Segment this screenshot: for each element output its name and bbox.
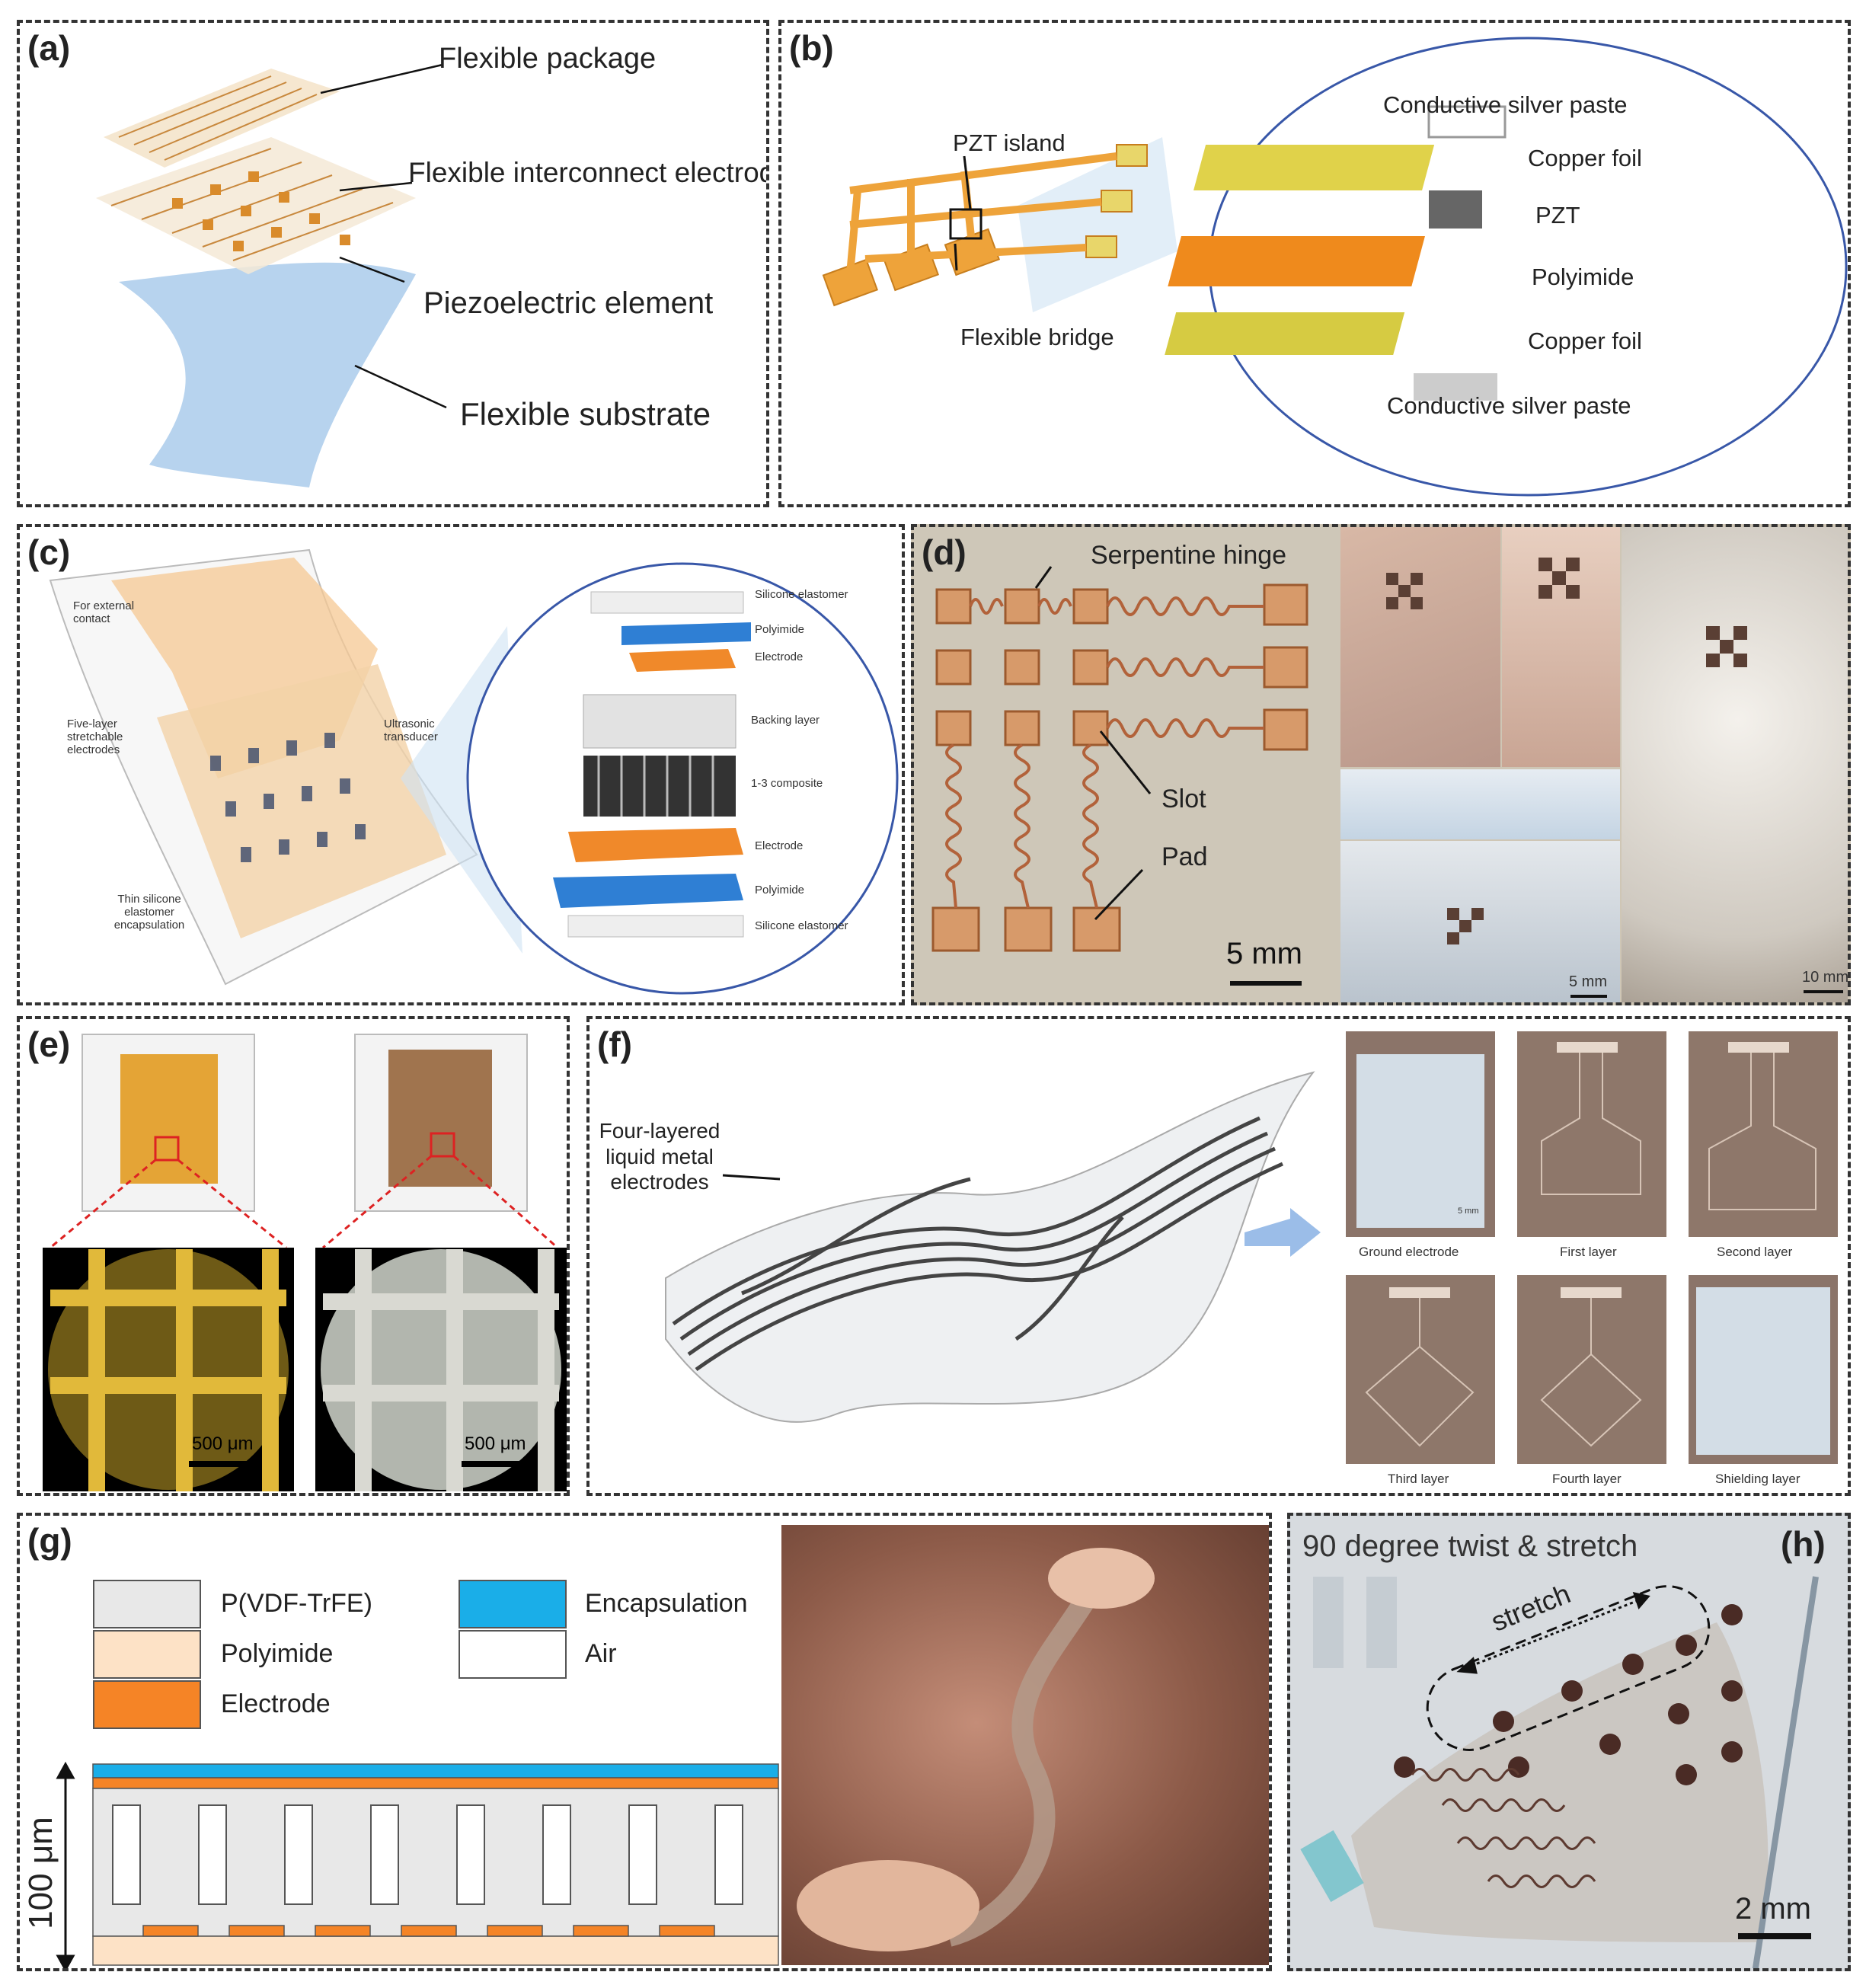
legend-label-encapsulation: Encapsulation	[585, 1589, 748, 1618]
label-pzt-island: PZT island	[953, 129, 1066, 156]
label-flexible-bridge: Flexible bridge	[960, 324, 1114, 350]
legend-label-air: Air	[585, 1639, 617, 1668]
legend-swatch-polyimide	[93, 1630, 201, 1679]
d-scalebar-small	[1570, 995, 1607, 998]
c-layer-polyimide-bottom: Polyimide	[755, 884, 805, 897]
f-caption-shielding-layer: Shielding layer	[1715, 1472, 1800, 1486]
legend-swatch-air	[459, 1630, 567, 1679]
layer-conductive-silver-paste-bottom: Conductive silver paste	[1387, 392, 1631, 419]
panel-c-label: (c)	[27, 532, 71, 572]
h-photo-device	[1300, 1576, 1819, 1968]
f-tile-second-layer	[1689, 1031, 1838, 1237]
panel-d-photo-overlays	[1386, 558, 1747, 944]
c-layer-electrode-bottom: Electrode	[755, 839, 804, 852]
g-axis-label: 100 μm	[21, 1817, 59, 1929]
g-photo-flexible-device	[781, 1525, 1269, 1965]
panel-d-label: (d)	[922, 532, 967, 572]
d-photo-finger	[1502, 527, 1620, 767]
layer-conductive-silver-paste-top: Conductive silver paste	[1383, 91, 1628, 118]
label-five-layer-stretchable-electrodes: Five-layer stretchable electrodes	[67, 718, 123, 756]
panel-f: (f) Four-layered liquid metal electrodes…	[586, 1016, 1851, 1496]
panel-e: (e) 500 μm 500 μm	[17, 1016, 570, 1496]
panel-d-serpentine-photo	[914, 527, 1340, 1002]
label-piezoelectric-element: Piezoelectric element	[423, 286, 714, 320]
label-thin-silicone-elastomer-encapsulation: Thin silicone elastomer encapsulation	[113, 893, 185, 932]
f-tile-traces	[1365, 1042, 1816, 1447]
f-caption-first-layer: First layer	[1560, 1245, 1617, 1259]
panel-d: (d) Serpentine hinge Slot Pad 5 mm	[911, 524, 1851, 1005]
label-slot: Slot	[1161, 785, 1206, 813]
legend-label-electrode: Electrode	[221, 1689, 331, 1718]
f-tile-shielding-layer	[1689, 1275, 1838, 1464]
f-caption-third-layer: Third layer	[1388, 1472, 1449, 1486]
c-layer-silicone-elastomer-bottom: Silicone elastomer	[755, 919, 848, 932]
panel-e-label: (e)	[27, 1024, 71, 1064]
layer-pzt: PZT	[1535, 202, 1580, 229]
panel-a: (a) Flexible package Flexible int	[17, 20, 769, 507]
c-layer-silicone-elastomer-top: Silicone elastomer	[755, 588, 848, 601]
d-scale-small: 5 mm	[1569, 973, 1607, 990]
d-photo-skull	[1622, 527, 1848, 1002]
label-flexible-interconnect-electrode: Flexible interconnect electrode	[408, 157, 769, 188]
f-tile-first-layer	[1517, 1031, 1666, 1237]
label-serpentine-hinge: Serpentine hinge	[1091, 541, 1287, 570]
panel-c: (c) For external contact Five-layer stre…	[17, 524, 905, 1005]
legend-swatch-electrode	[93, 1680, 201, 1729]
c-layer-electrode-top: Electrode	[755, 650, 804, 663]
panel-h-label: (h)	[1781, 1524, 1826, 1564]
d-scale-main: 5 mm	[1226, 937, 1302, 970]
f-caption-ground-electrode: Ground electrode	[1359, 1245, 1459, 1259]
d-photo-phantom	[1340, 841, 1620, 1002]
legend-label-polyimide: Polyimide	[221, 1639, 334, 1668]
f-caption-fourth-layer: Fourth layer	[1552, 1472, 1622, 1486]
panel-b-illustration	[822, 37, 1848, 497]
legend-swatch-pvdf-trfe	[93, 1580, 201, 1628]
e-scale-left: 500 μm	[192, 1433, 254, 1454]
panel-a-illustration	[96, 63, 447, 487]
layer-copper-foil-bottom: Copper foil	[1528, 328, 1642, 354]
panel-b: (b) PZT island Fl	[778, 20, 1851, 507]
c-layer-backing-layer: Backing layer	[751, 714, 820, 727]
panel-a-label: (a)	[27, 28, 71, 68]
d-scalebar-skull	[1804, 990, 1843, 993]
panel-f-illustration	[665, 1071, 1321, 1423]
label-for-external-contact: For external contact	[73, 599, 135, 625]
panel-e-illustration	[43, 1034, 567, 1491]
legend-swatch-encapsulation	[459, 1580, 567, 1628]
f-tile-ground-electrode	[1346, 1031, 1495, 1237]
f-caption-second-layer: Second layer	[1717, 1245, 1793, 1259]
legend-label-pvdf-trfe: P(VDF-TrFE)	[221, 1589, 372, 1618]
g-photo-strip	[797, 1548, 1155, 1951]
label-pad: Pad	[1161, 842, 1208, 871]
h-title: 90 degree twist & stretch	[1302, 1529, 1638, 1563]
c-layer-1-3-composite: 1-3 composite	[751, 777, 823, 790]
d-scalebar-main	[1230, 981, 1302, 986]
label-ultrasonic-transducer: Ultrasonic transducer	[384, 718, 438, 743]
c-layer-polyimide-top: Polyimide	[755, 623, 805, 636]
layer-copper-foil-top: Copper foil	[1528, 145, 1642, 171]
panel-c-illustration	[49, 548, 899, 995]
panel-h: 90 degree twist & stretch stretch 2 mm (…	[1287, 1513, 1851, 1971]
label-flexible-substrate: Flexible substrate	[460, 396, 711, 432]
panel-g: (g) P(VDF-TrFE) Polyimide Electrode Enca…	[17, 1513, 1272, 1971]
layer-polyimide: Polyimide	[1532, 264, 1634, 290]
panel-f-label: (f)	[597, 1024, 632, 1064]
e-scale-right: 500 μm	[465, 1433, 526, 1454]
d-scale-skull: 10 mm	[1802, 969, 1849, 986]
label-flexible-package: Flexible package	[439, 43, 657, 75]
panel-b-label: (b)	[789, 28, 834, 68]
g-cross-section-diagram	[56, 1761, 779, 1968]
h-scale: 2 mm	[1735, 1892, 1811, 1926]
f-tile-scale: 5 mm	[1458, 1207, 1479, 1216]
d-photo-tube	[1340, 769, 1620, 839]
d-photo-hand-grid	[1340, 527, 1500, 767]
f-main-label: Four-layered liquid metal electrodes	[599, 1119, 721, 1194]
panel-g-label: (g)	[27, 1521, 72, 1561]
